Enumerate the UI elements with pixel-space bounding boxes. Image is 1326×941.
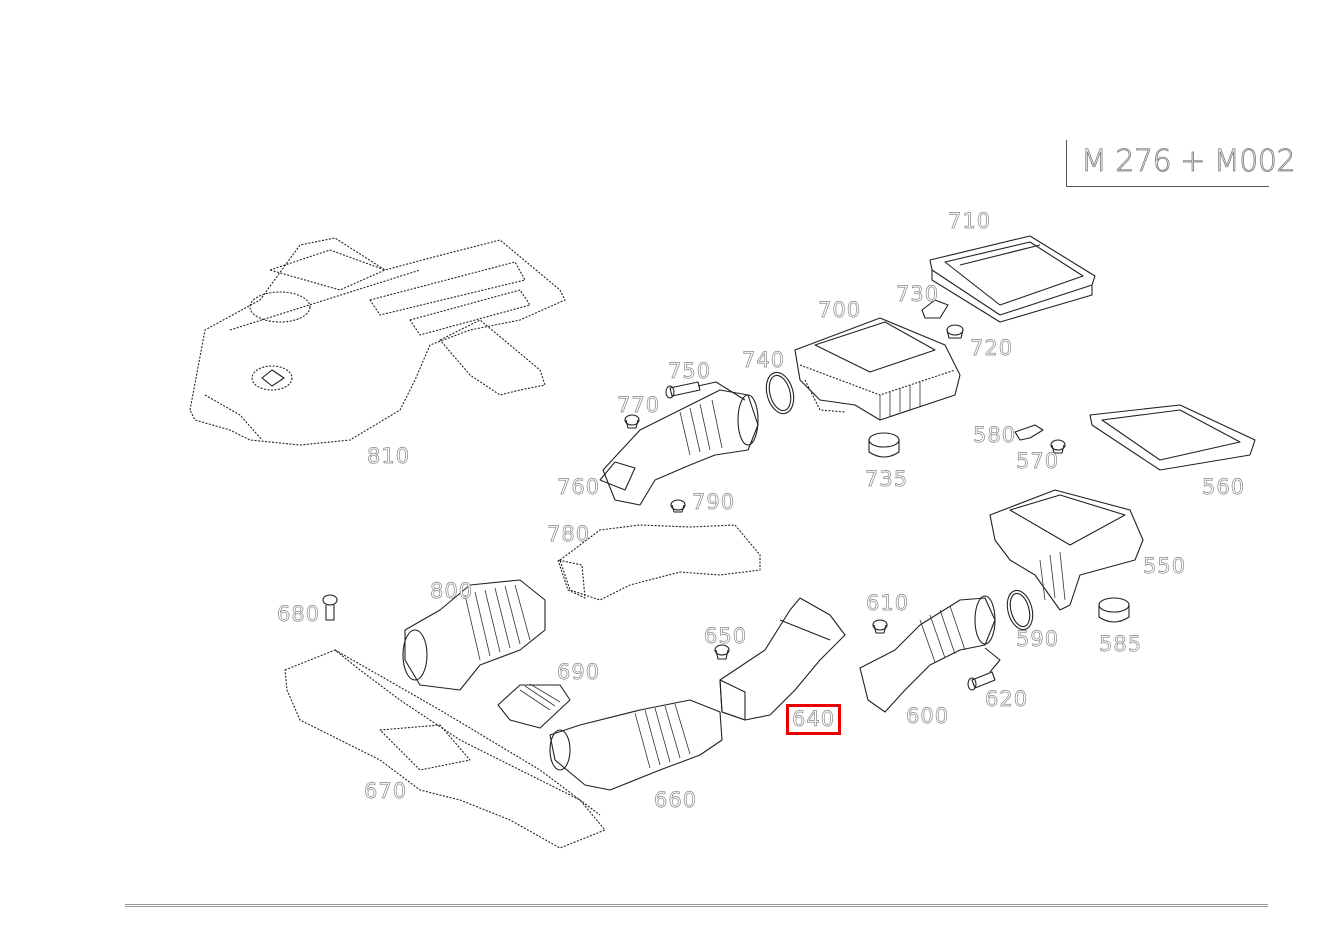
callout-640-highlighted[interactable]: 640 <box>785 704 842 735</box>
callout-590[interactable]: 590 <box>1016 627 1060 651</box>
callout-780[interactable]: 780 <box>547 522 591 546</box>
part-620-bolt-drawing <box>967 647 1001 691</box>
callout-735[interactable]: 735 <box>865 467 909 491</box>
engine-code-title: M 276 + M002 <box>1081 144 1296 180</box>
footer-rule-top <box>125 904 1268 905</box>
callout-620[interactable]: 620 <box>985 687 1029 711</box>
part-585-mount-drawing <box>1098 597 1130 623</box>
callout-560[interactable]: 560 <box>1202 475 1246 499</box>
callout-760[interactable]: 760 <box>557 475 601 499</box>
callout-585[interactable]: 585 <box>1099 632 1143 656</box>
part-570-grommet-drawing <box>1050 439 1066 454</box>
part-760-intake-pipe-drawing <box>599 389 759 506</box>
part-780-duct-drawing <box>557 524 761 601</box>
part-700-airbox-drawing <box>794 317 961 421</box>
part-720-grommet-drawing <box>946 324 964 339</box>
callout-700[interactable]: 700 <box>818 298 862 322</box>
part-790-clip-drawing <box>670 499 686 513</box>
callout-710[interactable]: 710 <box>948 209 992 233</box>
part-690-grille-drawing <box>497 683 571 729</box>
part-670-tray-drawing <box>284 649 606 849</box>
callout-610[interactable]: 610 <box>866 591 910 615</box>
part-610-clip-drawing <box>872 619 888 634</box>
part-800-bellows-drawing <box>402 579 546 691</box>
footer-rule-bottom <box>125 906 1268 907</box>
callout-740[interactable]: 740 <box>742 348 786 372</box>
part-660-bellows-drawing <box>549 699 723 791</box>
part-650-clip-drawing <box>714 644 730 660</box>
callout-660[interactable]: 660 <box>654 788 698 812</box>
part-560-filter-drawing <box>1089 404 1256 471</box>
callout-810[interactable]: 810 <box>367 444 411 468</box>
part-580-sensor-drawing <box>1014 424 1044 441</box>
callout-550[interactable]: 550 <box>1143 554 1187 578</box>
callout-680[interactable]: 680 <box>277 602 321 626</box>
callout-690[interactable]: 690 <box>557 660 601 684</box>
part-680-clip-drawing <box>322 594 338 621</box>
callout-600[interactable]: 600 <box>906 704 950 728</box>
part-600-intake-pipe-drawing <box>859 595 996 713</box>
callout-790[interactable]: 790 <box>692 490 736 514</box>
part-740-seal-drawing <box>765 371 795 415</box>
part-730-sensor-drawing <box>921 299 949 319</box>
part-750-bolt-drawing <box>665 381 746 401</box>
engine-code-box: M 276 + M002 <box>1066 140 1296 187</box>
callout-570[interactable]: 570 <box>1016 449 1060 473</box>
callout-770[interactable]: 770 <box>617 393 661 417</box>
callout-580[interactable]: 580 <box>973 423 1017 447</box>
callout-750[interactable]: 750 <box>668 359 712 383</box>
part-640-air-duct-drawing <box>719 597 846 721</box>
callout-670[interactable]: 670 <box>364 779 408 803</box>
callout-730[interactable]: 730 <box>896 282 940 306</box>
part-770-clip-drawing <box>624 414 640 429</box>
part-550-airbox-drawing <box>989 489 1144 611</box>
callout-720[interactable]: 720 <box>970 336 1014 360</box>
part-710-filter-drawing <box>929 235 1096 323</box>
part-810-engine-cover-drawing <box>189 237 566 446</box>
part-735-mount-drawing <box>868 432 900 458</box>
part-590-seal-drawing <box>1006 589 1034 631</box>
callout-800[interactable]: 800 <box>430 579 474 603</box>
callout-650[interactable]: 650 <box>704 624 748 648</box>
